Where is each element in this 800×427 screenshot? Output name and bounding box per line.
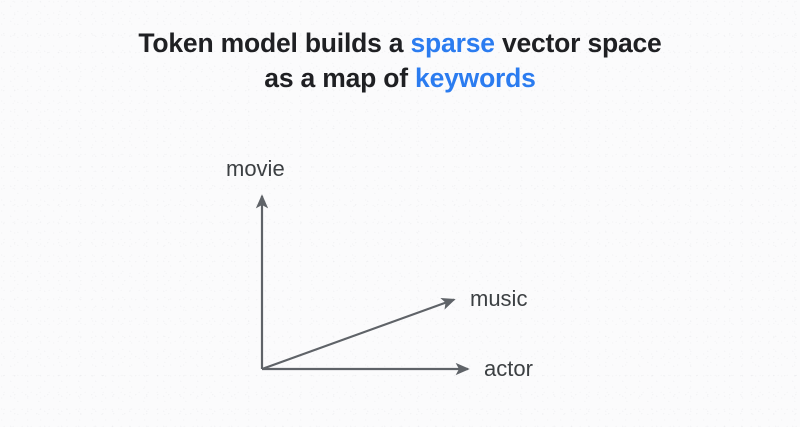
title-line-1-text-before: Token model builds a <box>138 28 411 58</box>
title-keyword-sparse: sparse <box>410 28 495 58</box>
title-keyword-keywords: keywords <box>415 63 536 93</box>
title-line-1: Token model builds a sparse vector space <box>0 26 800 61</box>
axis-label-music: music <box>470 286 528 311</box>
page-title: Token model builds a sparse vector space… <box>0 26 800 96</box>
title-line-2-text-before: as a map of <box>264 63 416 93</box>
music-axis-line <box>261 297 456 371</box>
axis-label-actor: actor <box>484 356 533 381</box>
title-line-1-text-after: vector space <box>494 28 662 58</box>
title-line-2: as a map of keywords <box>0 61 800 96</box>
axis-label-movie: movie <box>226 156 285 181</box>
